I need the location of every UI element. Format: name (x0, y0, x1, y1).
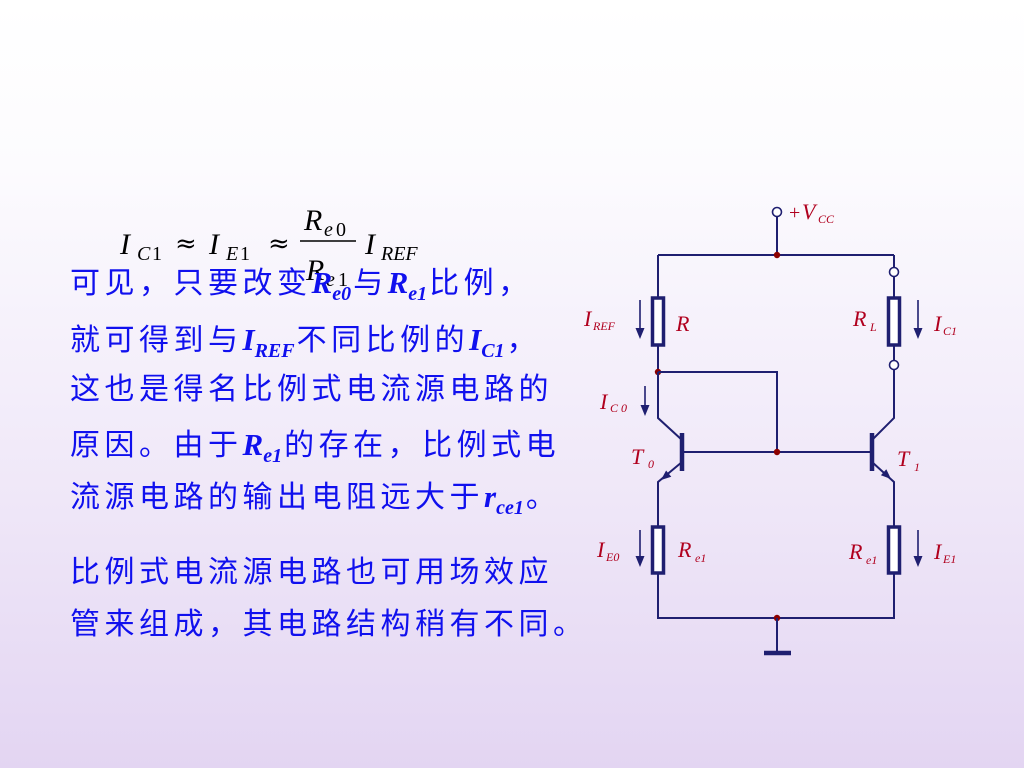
ic1-label-var: I (933, 311, 943, 336)
t1-label-sub: 1 (914, 460, 920, 474)
p1-l2-text-1: 就可得到与 (70, 323, 243, 358)
p1-l5-sub-1: ce1 (496, 497, 524, 519)
formula-lhs-subnum: 1 (152, 243, 162, 265)
t0-collector (657, 372, 683, 441)
t1-collector (871, 369, 895, 441)
p1-l1-text-2: 与 (353, 266, 388, 301)
ic1-label-sub: C1 (943, 324, 957, 338)
p1-l3-text-1: 这也是得名比例式电流源电路的 (70, 372, 553, 407)
p1-l1-text-3: 比例， (429, 266, 533, 301)
p1-l1-sub-2: e1 (408, 283, 428, 305)
formula-mid-subnum: 1 (240, 243, 250, 265)
p1-line-5: 流源电路的输出电阻远大于rce1。 (70, 477, 561, 519)
formula-rhs-sub: REF (380, 243, 418, 265)
re-right-label-sub: e1 (866, 553, 877, 567)
p1-l2-text-2: 不同比例的 (296, 323, 470, 358)
ic1-arrow-head (913, 328, 923, 339)
resistor-re-left (650, 525, 666, 575)
ic0-label-sub: C0 (610, 401, 630, 415)
t0-label-sub: 0 (648, 457, 654, 471)
p1-line-3: 这也是得名比例式电流源电路的 (70, 370, 553, 410)
p1-l5-var-1: r (484, 479, 497, 514)
node-top (773, 251, 781, 259)
r-label: R (675, 311, 690, 336)
formula-mid-sub: E (225, 243, 238, 265)
ic0-label-var: I (599, 389, 609, 414)
ie1-label-var: I (933, 539, 943, 564)
t0-label-var: T (631, 444, 645, 469)
vcc-label-sub: CC (818, 212, 835, 226)
t1-emitter-arrow (880, 469, 891, 479)
formula-denominator-subnum: 1 (338, 269, 348, 291)
formula-mid-var: I (208, 228, 221, 261)
t1-emitter (871, 461, 895, 527)
iref-arrow-head (635, 328, 645, 339)
p1-l1-text-1: 可见，只要改变 (70, 266, 312, 301)
rl-label-var: R (852, 306, 867, 331)
formula-approx-1: ≈ (175, 229, 197, 259)
p1-l1-var-1: R (311, 265, 333, 300)
p2-line-2: 管来组成，其电路结构稍有不同。 (70, 605, 588, 645)
re-right-label-var: R (848, 539, 863, 564)
p1-l2-sub-1: REF (254, 340, 295, 362)
p1-l4-sub-1: e1 (263, 445, 283, 467)
vcc-label-var: V (802, 199, 818, 224)
p1-l5-text-2: 。 (525, 480, 561, 515)
formula-lhs-sub: C (137, 243, 151, 265)
p1-l2-var-1: I (242, 322, 255, 357)
node-base (773, 448, 781, 456)
ic0-arrow-head (640, 405, 650, 416)
p1-l2-text-3: ， (506, 323, 542, 358)
resistor-re-right (886, 525, 902, 575)
formula-numerator-subnum: 0 (336, 219, 346, 241)
formula-approx-2: ≈ (268, 229, 290, 259)
re-left-label-sub: e1 (695, 551, 706, 565)
rl-terminal-bottom (888, 359, 900, 371)
p1-l1-var-2: R (387, 265, 409, 300)
ie1-label-sub: E1 (942, 552, 956, 566)
formula-rhs-var: I (364, 228, 377, 261)
p1-line-1: 可见，只要改变Re0与Re1比例， (70, 263, 533, 305)
vcc-terminal (771, 206, 783, 218)
p1-l2-var-2: I (469, 322, 482, 357)
ie0-arrow-head (635, 556, 645, 567)
p2-line-1: 比例式电流源电路也可用场效应 (70, 553, 553, 593)
vcc-plus: + (789, 202, 800, 224)
t0-emitter (657, 461, 683, 527)
formula-lhs-var: I (119, 228, 132, 261)
p1-l4-text-1: 原因。由于 (70, 428, 243, 463)
iref-label-sub: REF (592, 319, 616, 333)
ie1-arrow-head (913, 556, 923, 567)
formula-denominator-sub: e (326, 269, 335, 291)
wire-base-feedback (658, 371, 778, 452)
t1-label-var: T (897, 446, 911, 471)
ie0-label-sub: E0 (605, 550, 619, 564)
p1-l4-var-1: R (242, 427, 264, 462)
iref-label-var: I (583, 306, 593, 331)
wire-bottom-rail (657, 573, 895, 619)
p2-l2-text: 管来组成，其电路结构稍有不同。 (70, 607, 588, 642)
p1-line-4: 原因。由于Re1的存在，比例式电 (70, 425, 561, 467)
ie0-label-var: I (596, 537, 606, 562)
p1-l4-text-2: 的存在，比例式电 (284, 428, 561, 463)
formula-denominator-var: R (305, 254, 324, 287)
p2-l1-text: 比例式电流源电路也可用场效应 (70, 555, 553, 590)
p1-line-2: 就可得到与IREF不同比例的IC1， (70, 320, 542, 362)
t0-emitter-arrow (661, 470, 672, 480)
p1-l2-sub-2: C1 (481, 340, 505, 362)
resistor-r (650, 296, 666, 347)
re-left-label-var: R (677, 537, 692, 562)
rl-label-sub: L (869, 320, 877, 334)
p1-l5-text-1: 流源电路的输出电阻远大于 (70, 480, 484, 515)
formula-numerator-sub: e (324, 219, 333, 241)
resistor-rl (886, 296, 902, 347)
formula-numerator-var: R (303, 204, 322, 237)
p1-l1-sub-1: e0 (332, 283, 352, 305)
rl-terminal-top (888, 266, 900, 278)
